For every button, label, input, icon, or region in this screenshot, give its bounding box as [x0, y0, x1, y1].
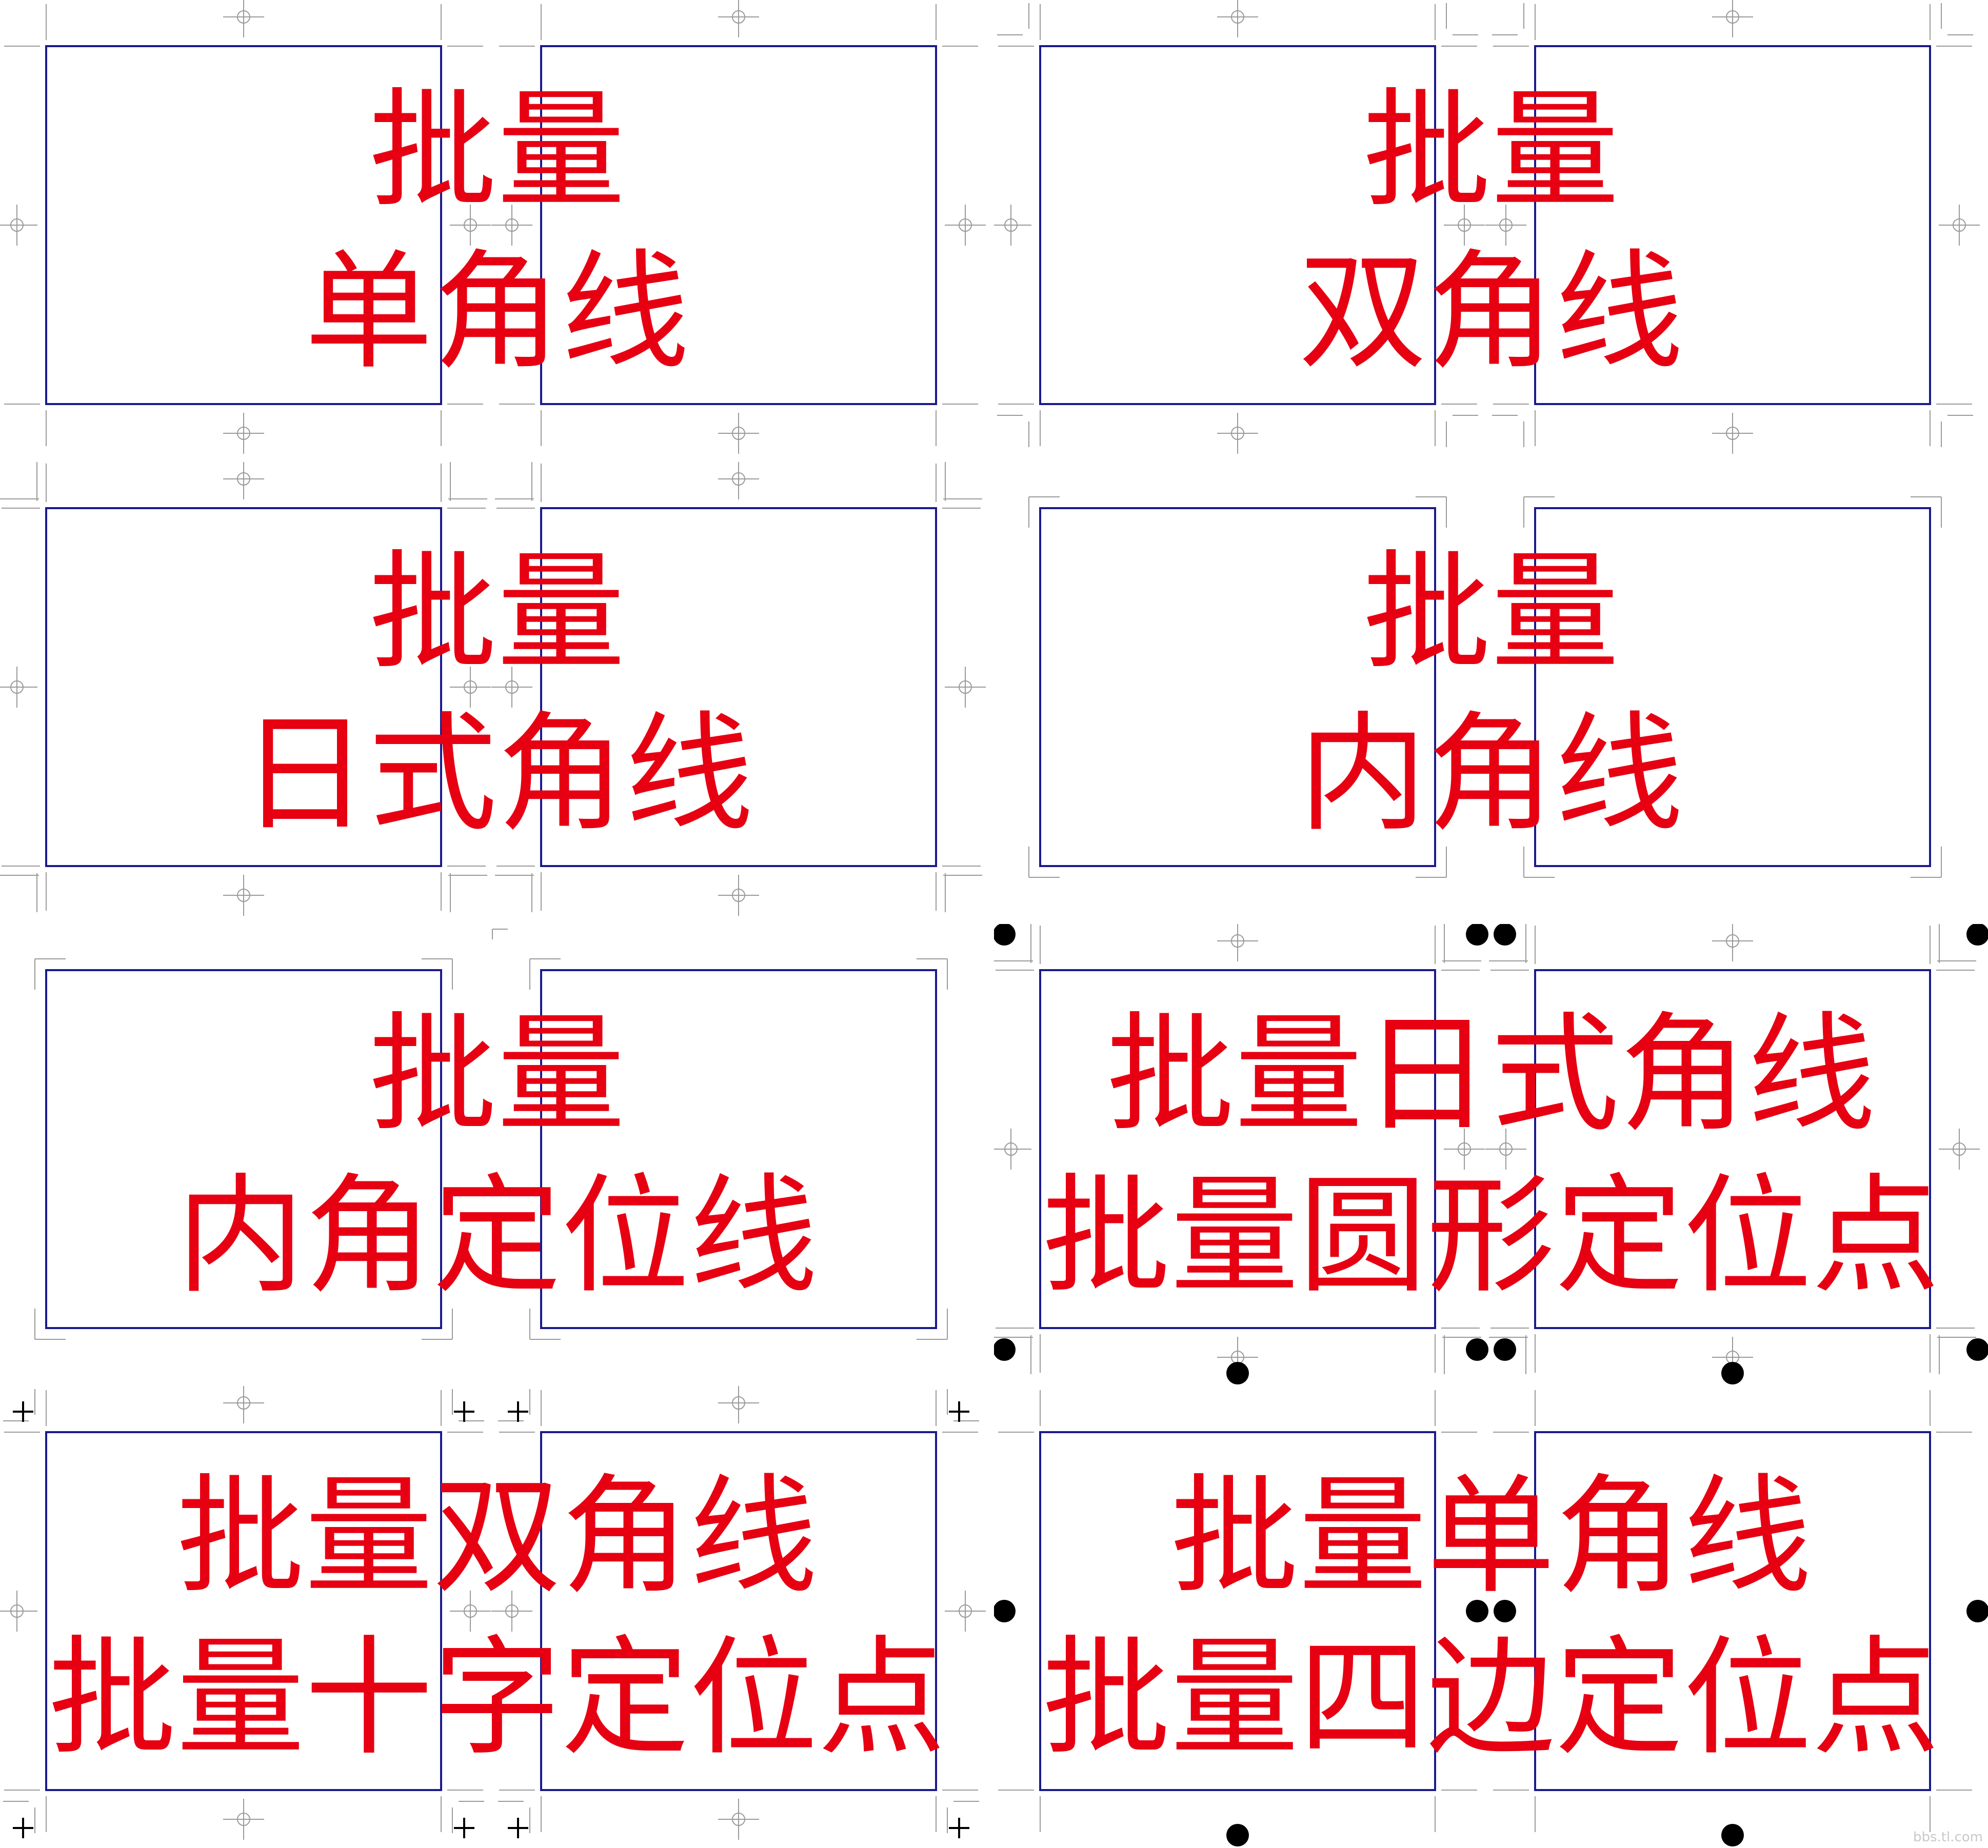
page-frame-right	[1534, 45, 1931, 405]
circle-position-point	[1494, 924, 1516, 946]
panel-single-lines-four-side-points: 批量单角线 批量四边定位点	[994, 1386, 1988, 1848]
page-layout-graphic	[994, 924, 1988, 1384]
circle-position-point	[1966, 924, 1988, 946]
panel-double-lines-cross-points: 批量双角线 批量十字定位点	[0, 1386, 994, 1848]
circle-position-point	[1494, 1338, 1516, 1361]
watermark: bbs.tl.com	[1913, 1830, 1983, 1845]
page-layout-graphic	[0, 1386, 986, 1840]
page-frame-left	[45, 507, 442, 867]
page-layout-graphic	[994, 1390, 1988, 1846]
side-position-point	[1494, 1600, 1516, 1622]
page-layout-graphic	[994, 0, 1980, 454]
page-layout-graphic	[0, 462, 986, 916]
side-position-point	[1226, 1824, 1249, 1846]
page-frame-left	[1039, 45, 1436, 405]
page-frame-right	[540, 45, 937, 405]
circle-position-point	[994, 924, 1016, 946]
side-position-point	[1466, 1600, 1488, 1622]
page-frame-right	[540, 507, 937, 867]
page-layout-graphic	[0, 0, 986, 454]
page-frame-left	[45, 969, 442, 1329]
panel-double-corner-lines: 批量 双角线	[994, 0, 1988, 462]
page-frame-left	[45, 45, 442, 405]
circle-position-point	[1966, 1338, 1988, 1361]
page-frame-left	[45, 1431, 442, 1791]
side-position-point	[1721, 1824, 1744, 1846]
page-frame-right	[540, 969, 937, 1329]
circle-position-point	[1466, 1338, 1488, 1361]
circle-position-point	[994, 1338, 1016, 1361]
page-frame-left	[1039, 507, 1436, 867]
panel-inner-corner-lines: 批量 内角线	[994, 462, 1988, 924]
circle-position-point	[1226, 1362, 1249, 1384]
page-frame-right	[540, 1431, 937, 1791]
page-layout-graphic	[1028, 496, 1942, 878]
panel-inner-corner-position-lines: 批量 内角定位线	[0, 924, 994, 1386]
panel-japanese-corner-lines: 批量 日式角线	[0, 462, 994, 924]
circle-position-point	[1721, 1362, 1744, 1384]
page-layout-graphic	[34, 929, 948, 1340]
side-position-point	[1966, 1600, 1988, 1622]
panel-single-corner-lines: 批量 单角线	[0, 0, 994, 462]
circle-position-point	[1466, 924, 1488, 946]
side-position-point	[994, 1600, 1016, 1622]
page-frame-left	[1039, 969, 1436, 1329]
page-frame-right	[1534, 969, 1931, 1329]
page-frame-left	[1039, 1431, 1436, 1791]
page-frame-right	[1534, 1431, 1931, 1791]
page-frame-right	[1534, 507, 1931, 867]
panel-japanese-lines-circle-points: 批量日式角线 批量圆形定位点	[994, 924, 1988, 1386]
